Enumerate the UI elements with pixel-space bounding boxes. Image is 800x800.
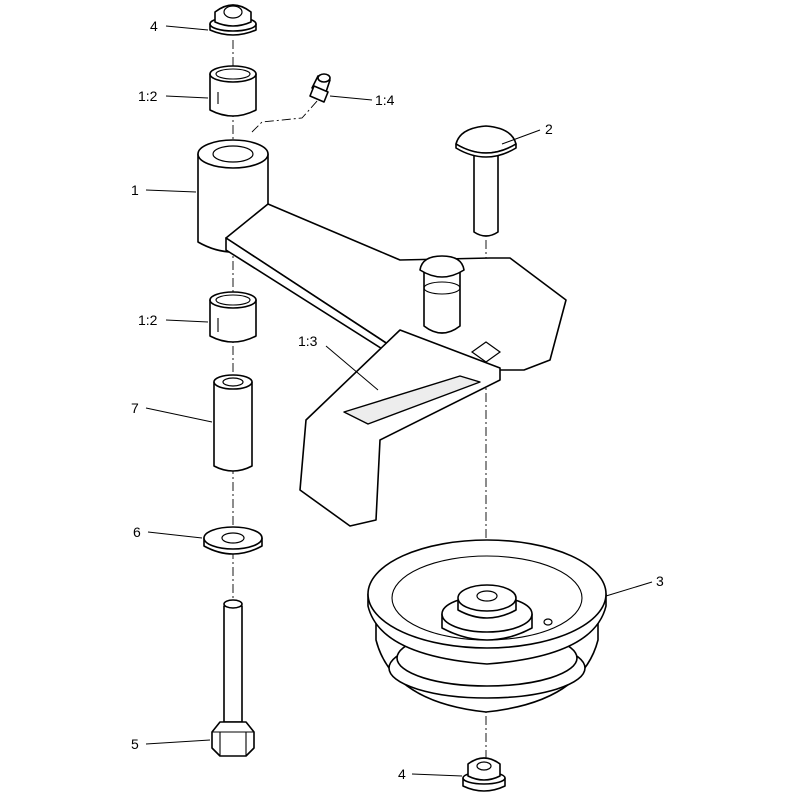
bushing-top (209, 65, 257, 117)
idler-pulley (367, 539, 607, 713)
callout-1-3: 1:3 (298, 333, 318, 349)
flange-nut-bottom (462, 757, 506, 792)
leader-6 (147, 531, 203, 539)
leader-1-4 (329, 95, 373, 101)
callout-1-4: 1:4 (375, 92, 395, 108)
flange-nut-top (209, 4, 257, 36)
leader-1-2-mid (165, 319, 209, 323)
carriage-bolt (455, 125, 517, 237)
callout-1: 1 (131, 182, 139, 198)
leader-1 (145, 189, 197, 193)
idler-arm (197, 139, 567, 527)
callout-6: 6 (133, 524, 141, 540)
callout-5: 5 (131, 736, 139, 752)
leader-4-bottom (411, 773, 463, 777)
spacer-tube (213, 374, 253, 472)
leader-4-top (165, 25, 209, 31)
flat-washer (203, 526, 263, 555)
callout-7: 7 (131, 400, 139, 416)
leader-1-3 (325, 345, 379, 391)
grease-fitting (309, 73, 331, 103)
callout-1-2-top: 1:2 (138, 88, 158, 104)
callout-4-bottom: 4 (398, 766, 406, 782)
callout-3: 3 (656, 573, 664, 589)
callout-4-top: 4 (150, 18, 158, 34)
callout-2: 2 (545, 121, 553, 137)
hex-bolt (211, 599, 255, 757)
grease-fitting-line (251, 99, 319, 133)
bushing-middle (209, 291, 257, 343)
leader-2 (501, 129, 541, 145)
leader-3 (605, 581, 653, 597)
leader-5 (145, 739, 211, 745)
leader-1-2-top (165, 95, 209, 99)
callout-1-2-mid: 1:2 (138, 312, 158, 328)
leader-7 (145, 407, 213, 423)
